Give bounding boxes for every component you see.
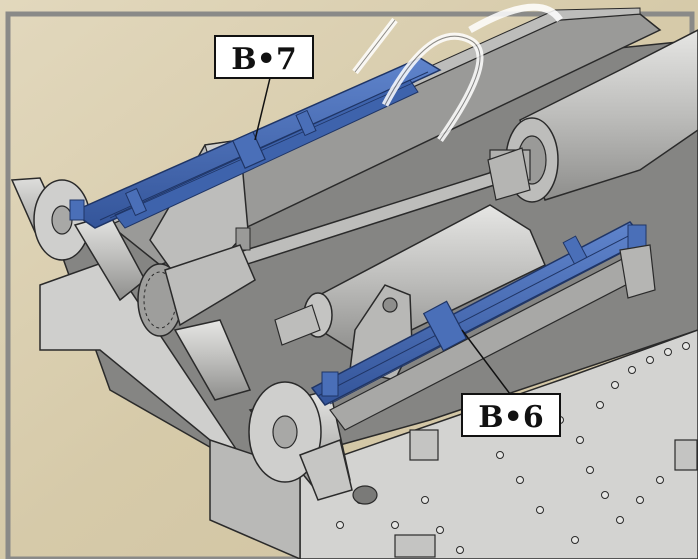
callout-b7-text: B•7 bbox=[231, 42, 296, 77]
front-stub-shaft bbox=[299, 438, 353, 501]
left-axle-assembly bbox=[10, 177, 256, 401]
front-spindle bbox=[164, 244, 256, 327]
callout-b6: B•6 bbox=[461, 329, 561, 437]
lower-cone bbox=[173, 319, 252, 401]
callout-b7-leader bbox=[254, 77, 271, 141]
watermark bbox=[352, 3, 563, 143]
spring-shackle bbox=[619, 244, 656, 299]
rod-end-block bbox=[487, 147, 531, 201]
leaf-spring-b7 bbox=[69, 57, 442, 229]
middle-cylinder bbox=[274, 204, 546, 381]
front-axle-assembly bbox=[248, 381, 353, 501]
callout-b6-box bbox=[461, 393, 561, 437]
callout-b7-box bbox=[214, 35, 314, 79]
callout-b6-text: B•6 bbox=[478, 400, 543, 435]
hull-brackets bbox=[352, 429, 698, 558]
callout-b7: B•7 bbox=[214, 35, 314, 141]
leaf-spring-b6 bbox=[310, 221, 656, 431]
callout-b6-leader bbox=[461, 329, 511, 395]
